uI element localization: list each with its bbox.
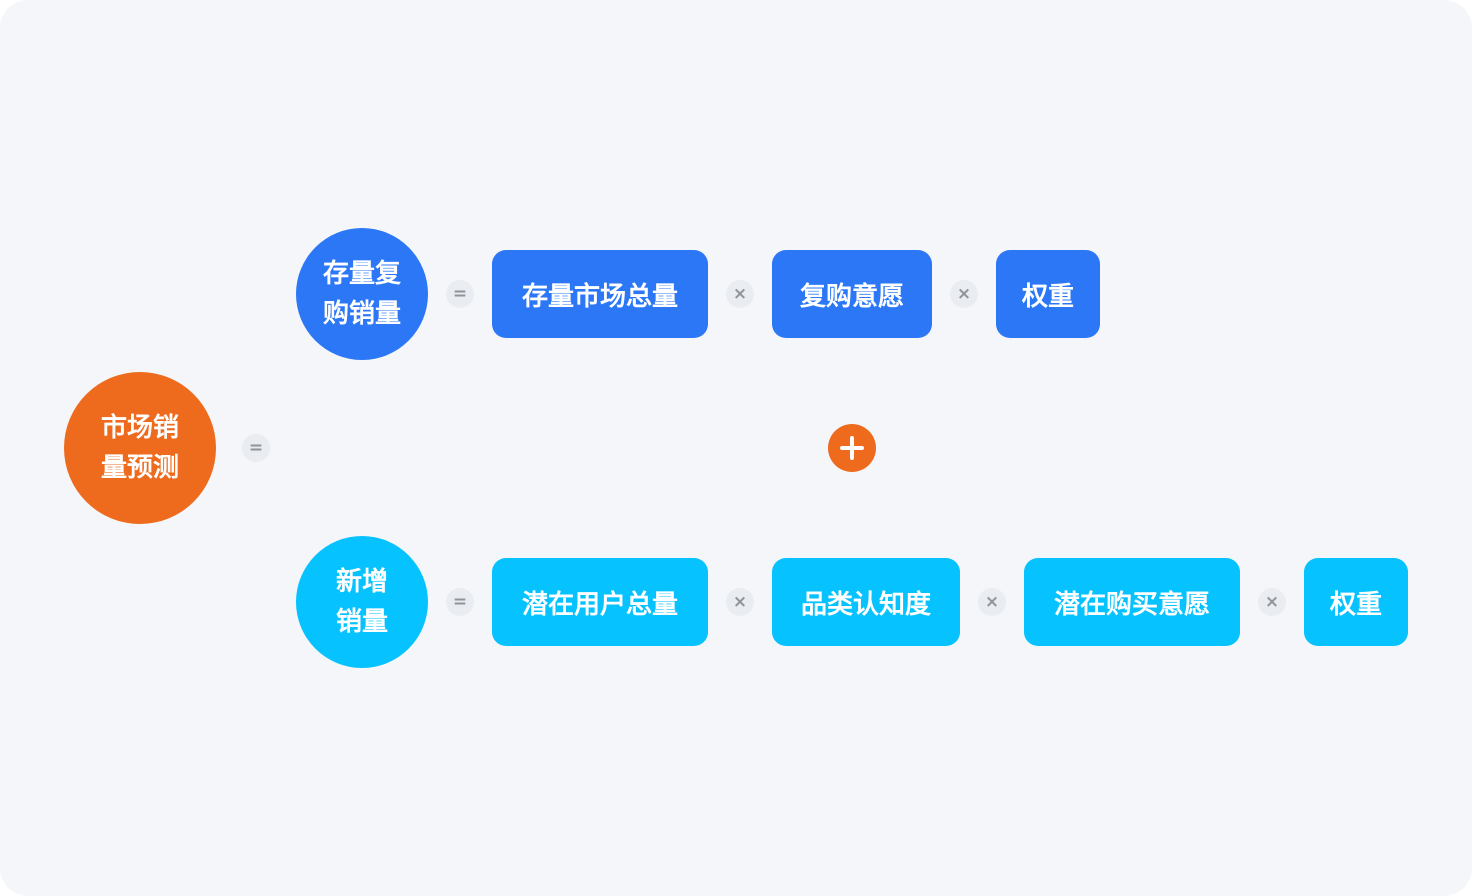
bottom-equals-sign: = bbox=[446, 588, 474, 616]
root-node-market-sales-forecast: 市场销 量预测 bbox=[64, 372, 216, 524]
bottom-multiply-sign-2: × bbox=[978, 588, 1006, 616]
factor-weight-top: 权重 bbox=[996, 250, 1100, 338]
factor-potential-purchase-intent: 潜在购买意愿 bbox=[1024, 558, 1240, 646]
bottom-multiply-sign-3: × bbox=[1258, 588, 1286, 616]
node-new-sales-label-line2: 销量 bbox=[335, 607, 388, 637]
factor-category-awareness: 品类认知度 bbox=[772, 558, 960, 646]
factor-repurchase-intent: 复购意愿 bbox=[772, 250, 932, 338]
top-multiply-sign-2: × bbox=[950, 280, 978, 308]
plus-icon bbox=[828, 424, 876, 472]
root-equals-sign: = bbox=[242, 434, 270, 462]
root-node-label-line1: 市场销 bbox=[100, 413, 179, 443]
factor-weight-bottom: 权重 bbox=[1304, 558, 1408, 646]
node-new-sales: 新增 销量 bbox=[296, 536, 428, 668]
node-repurchase-sales: 存量复 购销量 bbox=[296, 228, 428, 360]
node-repurchase-label-line1: 存量复 bbox=[322, 259, 401, 289]
factor-existing-market-total: 存量市场总量 bbox=[492, 250, 708, 338]
node-new-sales-label-line1: 新增 bbox=[335, 567, 388, 597]
bottom-multiply-sign-1: × bbox=[726, 588, 754, 616]
top-equals-sign: = bbox=[446, 280, 474, 308]
factor-potential-users-total: 潜在用户总量 bbox=[492, 558, 708, 646]
top-multiply-sign-1: × bbox=[726, 280, 754, 308]
root-node-label-line2: 量预测 bbox=[100, 453, 179, 483]
node-repurchase-label-line2: 购销量 bbox=[322, 299, 401, 329]
